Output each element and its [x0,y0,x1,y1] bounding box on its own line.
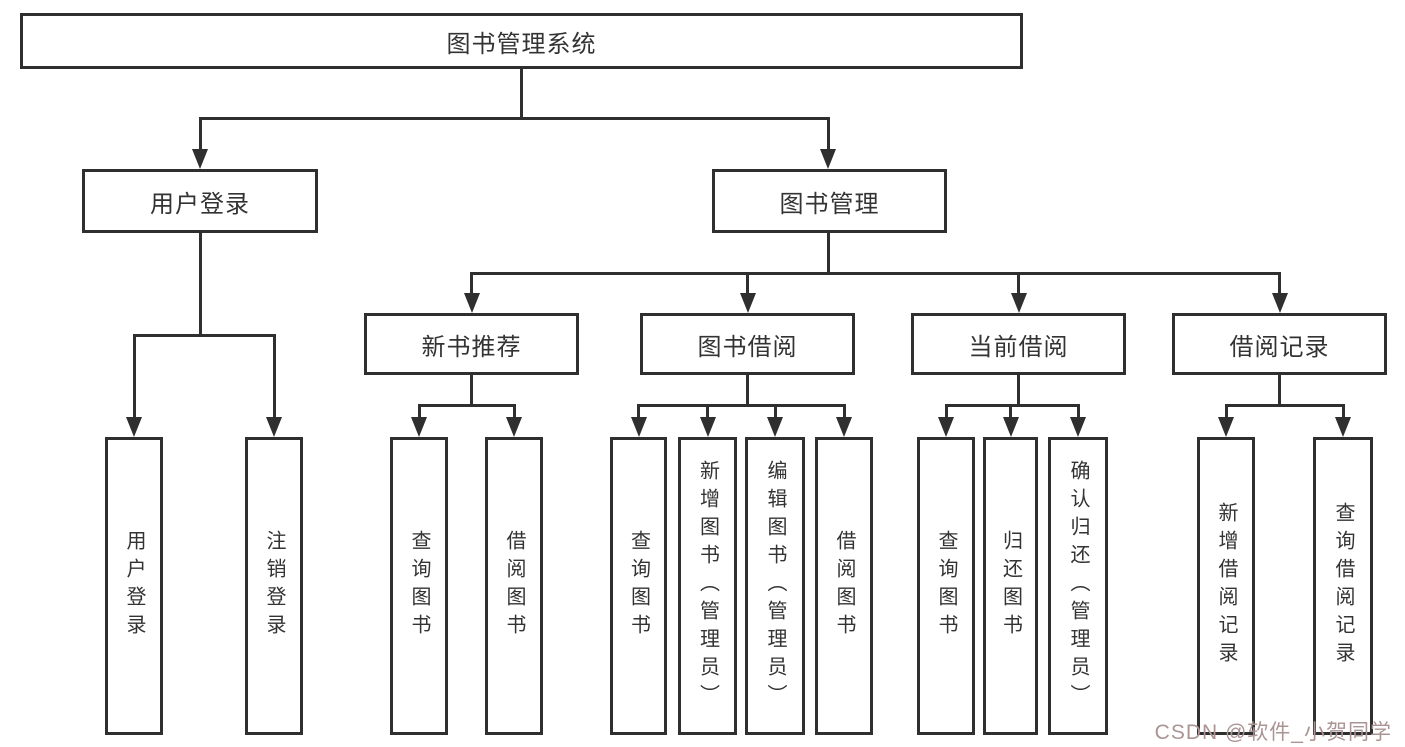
arrow-down-icon [820,149,836,169]
node-user-login: 用户登录 [82,169,318,233]
arrow-down-icon [126,417,142,437]
leaf-label: 编辑图书（管理员） [764,460,786,712]
connector-line [470,272,1281,275]
leaf-edit-book-admin: 编辑图书（管理员） [745,437,805,735]
connector-line [1224,404,1345,407]
leaf-query-borrow-record: 查询借阅记录 [1313,437,1373,735]
arrow-down-icon [506,417,522,437]
leaf-query-book-recommend: 查询图书 [390,437,448,735]
arrow-shaft [746,272,749,295]
arrow-down-icon [836,417,852,437]
arrow-shaft [637,404,640,419]
leaf-add-borrow-record: 新增借阅记录 [1197,437,1255,735]
leaf-label: 用户登录 [123,530,145,642]
node-book-management: 图书管理 [712,169,947,233]
leaf-query-book-current: 查询图书 [917,437,975,735]
arrow-shaft [826,117,830,151]
node-current-borrow: 当前借阅 [911,313,1126,375]
arrow-down-icon [699,417,716,437]
arrow-shaft [944,404,948,419]
arrow-down-icon [1335,417,1351,437]
arrow-down-icon [767,417,783,437]
arrow-shaft [1076,404,1080,419]
arrow-shaft [417,404,421,419]
connector-line [944,404,1080,407]
arrow-down-icon [411,417,427,437]
leaf-logout: 注销登录 [245,437,303,735]
connector-line [520,69,523,118]
node-book-borrow: 图书借阅 [640,313,855,375]
arrow-down-icon [1218,417,1234,437]
leaf-label: 查询图书 [935,530,957,642]
arrow-shaft [132,334,136,419]
arrow-shaft [706,404,709,419]
node-borrow-record: 借阅记录 [1172,313,1387,375]
arrow-down-icon [463,293,480,313]
leaf-user-login: 用户登录 [105,437,163,735]
leaf-label: 查询图书 [627,530,650,642]
leaf-label: 借阅图书 [503,530,525,642]
leaf-label: 查询借阅记录 [1332,502,1354,670]
arrow-shaft [1278,272,1281,295]
arrow-shaft [1224,404,1228,419]
connector-line [826,233,830,273]
arrow-down-icon [1070,417,1086,437]
arrow-shaft [842,404,846,419]
leaf-add-book-admin: 新增图书（管理员） [678,437,737,735]
arrow-shaft [470,272,473,295]
arrow-down-icon [192,149,208,169]
connector-line [470,375,473,405]
connector-line [746,375,749,405]
connector-line [132,334,276,337]
connector-line [637,404,846,407]
leaf-query-book-borrow: 查询图书 [610,437,667,735]
arrow-down-icon [630,417,647,437]
arrow-shaft [512,404,516,419]
arrow-down-icon [938,417,954,437]
node-root: 图书管理系统 [20,13,1023,69]
leaf-return-book: 归还图书 [983,437,1038,735]
leaf-label: 借阅图书 [833,530,855,642]
arrow-shaft [1009,404,1012,419]
leaf-label: 新增图书（管理员） [696,460,719,712]
arrow-down-icon [739,293,756,313]
arrow-down-icon [266,417,282,437]
leaf-label: 注销登录 [263,530,285,642]
node-new-book-recommend: 新书推荐 [364,313,579,375]
arrow-shaft [198,117,202,151]
arrow-down-icon [1002,417,1019,437]
arrow-shaft [272,334,276,419]
leaf-borrow-book: 借阅图书 [815,437,873,735]
connector-line [198,233,202,335]
leaf-label: 新增借阅记录 [1215,502,1237,670]
leaf-borrow-book-recommend: 借阅图书 [485,437,543,735]
arrow-shaft [1341,404,1345,419]
connector-line [1017,375,1020,405]
connector-line [417,404,516,407]
leaf-label: 确认归还（管理员） [1067,460,1089,712]
connector-line [198,117,830,120]
arrow-shaft [773,404,777,419]
connector-line [1278,375,1281,405]
watermark: CSDN @软件_小贺同学 [1154,721,1392,744]
leaf-label: 查询图书 [408,530,430,642]
arrow-down-icon [1010,293,1027,313]
leaf-confirm-return-admin: 确认归还（管理员） [1048,437,1108,735]
arrow-shaft [1017,272,1020,295]
arrow-down-icon [1271,293,1288,313]
leaf-label: 归还图书 [999,530,1022,642]
